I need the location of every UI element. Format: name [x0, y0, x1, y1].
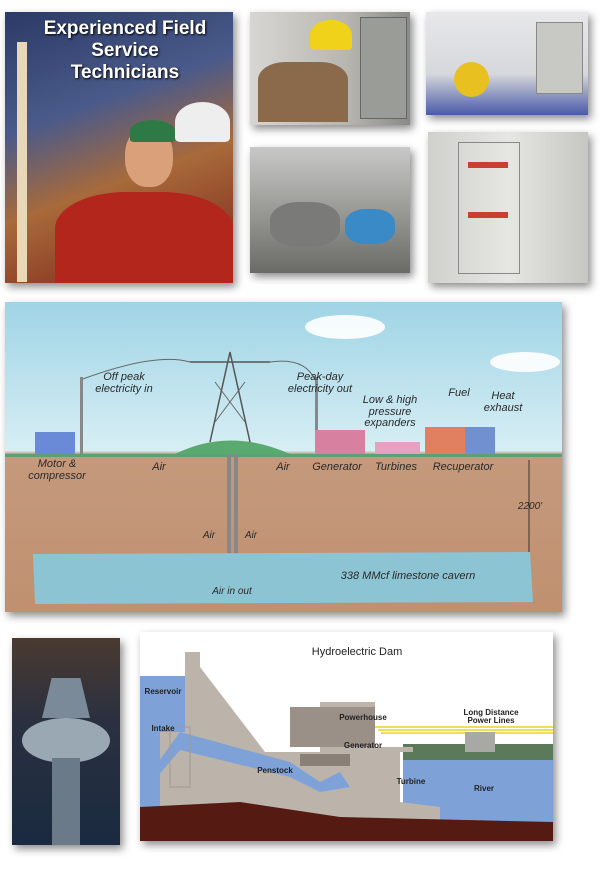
worker-photo: [250, 12, 410, 125]
label-reservoir: Reservoir: [144, 687, 182, 696]
label-depth: 2200': [517, 501, 543, 512]
label-turbine: Turbine: [396, 777, 426, 786]
label-intake: Intake: [151, 724, 175, 733]
label-air-1: Air: [152, 461, 166, 473]
label-peak-day: Peak-day electricity out: [287, 371, 353, 395]
pump-room-photo: [426, 12, 588, 115]
label-air-down: Air: [202, 530, 216, 541]
label-recuperator: Recuperator: [432, 461, 494, 473]
machinery-photo: [250, 147, 410, 273]
caes-illustration: [5, 315, 562, 604]
hydroelectric-dam-diagram: Hydroelectric Dam Reservoir Intake Power…: [140, 632, 553, 841]
label-cavern: 338 MMcf limestone cavern: [340, 570, 476, 582]
compressed-air-storage-diagram: Off peak electricity in Peak-day electri…: [5, 302, 562, 612]
label-generator: Generator: [343, 741, 383, 750]
label-river: River: [473, 784, 495, 793]
label-turbines: Turbines: [375, 461, 417, 473]
label-expanders: Low & high pressure expanders: [362, 394, 418, 430]
label-air-in-out: Air in out: [212, 586, 252, 597]
label-air-2: Air: [276, 461, 290, 473]
dam-illustration: [140, 652, 553, 841]
label-generator: Generator: [312, 461, 362, 473]
label-air-up: Air: [244, 530, 258, 541]
dam-title: Hydroelectric Dam: [311, 646, 403, 658]
technicians-photo: Experienced Field Service Technicians: [5, 12, 233, 283]
label-power-lines: Long Distance Power Lines: [463, 708, 519, 726]
technicians-caption: Experienced Field Service Technicians: [43, 18, 207, 83]
turbine-runner-photo: [12, 638, 120, 845]
label-off-peak: Off peak electricity in: [95, 371, 153, 395]
label-penstock: Penstock: [257, 766, 293, 775]
label-powerhouse: Powerhouse: [339, 713, 387, 722]
control-panel-photo: [428, 132, 588, 283]
label-motor: Motor & compressor: [28, 458, 86, 482]
label-fuel: Fuel: [448, 387, 470, 399]
label-heat-exhaust: Heat exhaust: [483, 390, 523, 414]
